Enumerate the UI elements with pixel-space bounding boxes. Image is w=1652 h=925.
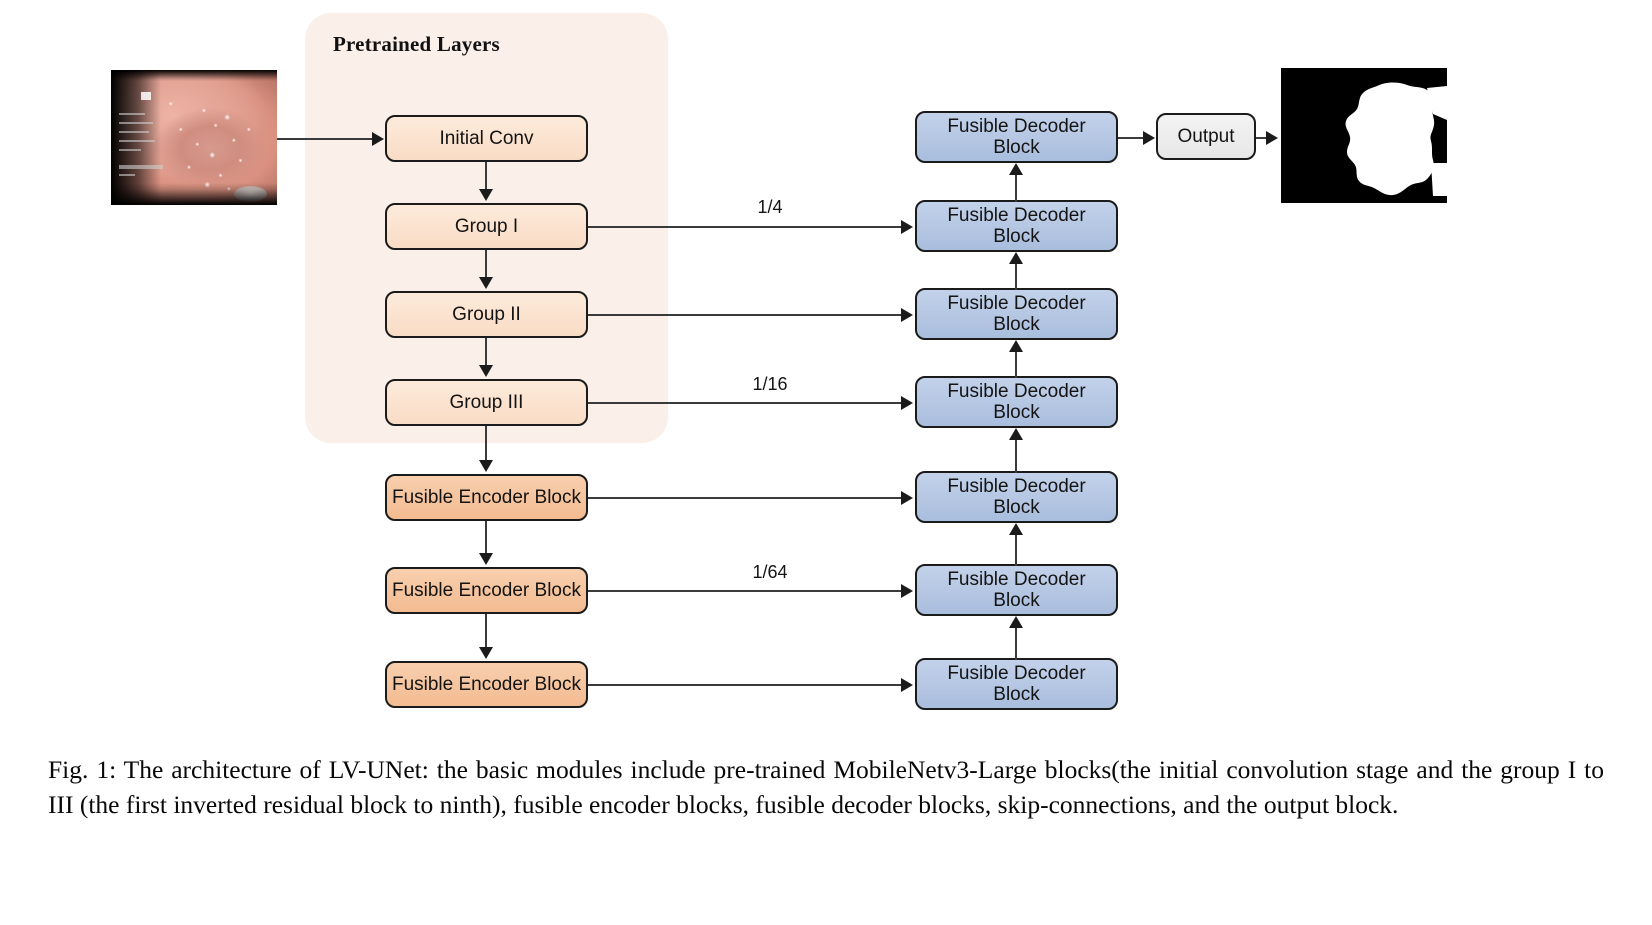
decoder-block-7[interactable]: Fusible Decoder Block — [915, 111, 1118, 163]
decoder-flow-line-2 — [1015, 535, 1017, 566]
decoder-block-5[interactable]: Fusible Decoder Block — [915, 288, 1118, 340]
pretrained-layers-title: Pretrained Layers — [333, 32, 500, 56]
decoder-block-label-line2: Block — [993, 314, 1040, 335]
decoder-block-6[interactable]: Fusible Decoder Block — [915, 200, 1118, 252]
decoder-flow-arrowhead-6 — [1009, 163, 1023, 175]
decoder-flow-line-5 — [1015, 264, 1017, 290]
decoder-block-label-line1: Fusible Decoder — [947, 115, 1086, 137]
skip-connection-arrowhead-group-i — [901, 220, 913, 234]
mask-shape — [1281, 68, 1447, 203]
encoder-block-label: Initial Conv — [439, 127, 534, 149]
input-connector-arrowhead — [372, 132, 384, 146]
decoder-flow-line-3 — [1015, 440, 1017, 473]
decoder-flow-line-4 — [1015, 352, 1017, 378]
output-connector-arrowhead-out — [1266, 131, 1278, 145]
encoder-flow-arrowhead-3 — [479, 365, 493, 377]
decoder-block-label-line2: Block — [993, 137, 1040, 158]
decoder-block-label-line2: Block — [993, 497, 1040, 518]
encoder-block-label: Group II — [452, 303, 521, 325]
encoder-block-label: Fusible Encoder Block — [391, 673, 582, 695]
skip-connection-arrowhead-fusible-3 — [901, 678, 913, 692]
decoder-block-3[interactable]: Fusible Decoder Block — [915, 471, 1118, 523]
encoder-flow-line-1 — [485, 162, 487, 191]
output-connector-line-in — [1118, 137, 1146, 139]
skip-connection-arrowhead-group-iii — [901, 396, 913, 410]
output-connector-arrowhead-in — [1143, 131, 1155, 145]
skip-label-one-sixtyfourth: 1/64 — [752, 562, 788, 582]
decoder-block-4[interactable]: Fusible Decoder Block — [915, 376, 1118, 428]
encoder-block-group-iii[interactable]: Group III — [385, 379, 588, 426]
decoder-flow-arrowhead-3 — [1009, 428, 1023, 440]
encoder-flow-arrowhead-4 — [479, 460, 493, 472]
encoder-flow-arrowhead-5 — [479, 553, 493, 565]
skip-label-one-sixteenth: 1/16 — [752, 374, 788, 394]
input-connector-line — [277, 138, 373, 140]
encoder-flow-line-4 — [485, 426, 487, 462]
encoder-block-group-ii[interactable]: Group II — [385, 291, 588, 338]
encoder-flow-arrowhead-6 — [479, 647, 493, 659]
encoder-flow-arrowhead-2 — [479, 277, 493, 289]
binary-segmentation-mask — [1281, 68, 1447, 203]
encoder-block-initial-conv[interactable]: Initial Conv — [385, 115, 588, 162]
decoder-flow-line-1 — [1015, 628, 1017, 660]
encoder-block-fusible-2[interactable]: Fusible Encoder Block — [385, 567, 588, 614]
decoder-block-label-line2: Block — [993, 226, 1040, 247]
decoder-block-label-line1: Fusible Decoder — [947, 380, 1086, 402]
decoder-flow-arrowhead-4 — [1009, 340, 1023, 352]
skip-connection-line-group-ii — [588, 314, 903, 316]
decoder-flow-line-6 — [1015, 175, 1017, 202]
skip-connection-arrowhead-fusible-2 — [901, 584, 913, 598]
endoscopy-input-image — [111, 70, 277, 205]
decoder-block-2[interactable]: Fusible Decoder Block — [915, 564, 1118, 616]
encoder-flow-line-5 — [485, 521, 487, 555]
output-block[interactable]: Output — [1156, 113, 1256, 160]
encoder-flow-line-6 — [485, 614, 487, 649]
decoder-block-label-line2: Block — [993, 402, 1040, 423]
output-block-label: Output — [1177, 125, 1235, 147]
decoder-block-label-line1: Fusible Decoder — [947, 568, 1086, 590]
encoder-block-label: Group I — [454, 215, 519, 237]
encoder-block-fusible-3[interactable]: Fusible Encoder Block — [385, 661, 588, 708]
encoder-block-label: Fusible Encoder Block — [391, 486, 582, 508]
encoder-flow-line-2 — [485, 250, 487, 279]
encoder-block-label: Fusible Encoder Block — [391, 579, 582, 601]
decoder-block-label-line1: Fusible Decoder — [947, 662, 1086, 684]
decoder-flow-arrowhead-5 — [1009, 252, 1023, 264]
skip-connection-arrowhead-fusible-1 — [901, 491, 913, 505]
skip-connection-line-group-i — [588, 226, 903, 228]
skip-connection-line-fusible-1 — [588, 497, 903, 499]
encoder-block-group-i[interactable]: Group I — [385, 203, 588, 250]
decoder-block-label-line2: Block — [993, 684, 1040, 705]
encoder-flow-arrowhead-1 — [479, 189, 493, 201]
decoder-block-1[interactable]: Fusible Decoder Block — [915, 658, 1118, 710]
skip-label-one-quarter: 1/4 — [757, 197, 783, 217]
skip-connection-line-fusible-3 — [588, 684, 903, 686]
decoder-block-label-line1: Fusible Decoder — [947, 204, 1086, 226]
decoder-block-label-line1: Fusible Decoder — [947, 292, 1086, 314]
encoder-block-label: Group III — [449, 391, 524, 413]
output-connector-line-out — [1256, 137, 1271, 139]
encoder-flow-line-3 — [485, 338, 487, 367]
decoder-block-label-line1: Fusible Decoder — [947, 475, 1086, 497]
decoder-flow-arrowhead-1 — [1009, 616, 1023, 628]
encoder-block-fusible-1[interactable]: Fusible Encoder Block — [385, 474, 588, 521]
figure-caption: Fig. 1: The architecture of LV-UNet: the… — [48, 755, 1604, 820]
skip-connection-line-fusible-2 — [588, 590, 903, 592]
decoder-block-label-line2: Block — [993, 590, 1040, 611]
decoder-flow-arrowhead-2 — [1009, 523, 1023, 535]
skip-connection-arrowhead-group-ii — [901, 308, 913, 322]
skip-connection-line-group-iii — [588, 402, 903, 404]
